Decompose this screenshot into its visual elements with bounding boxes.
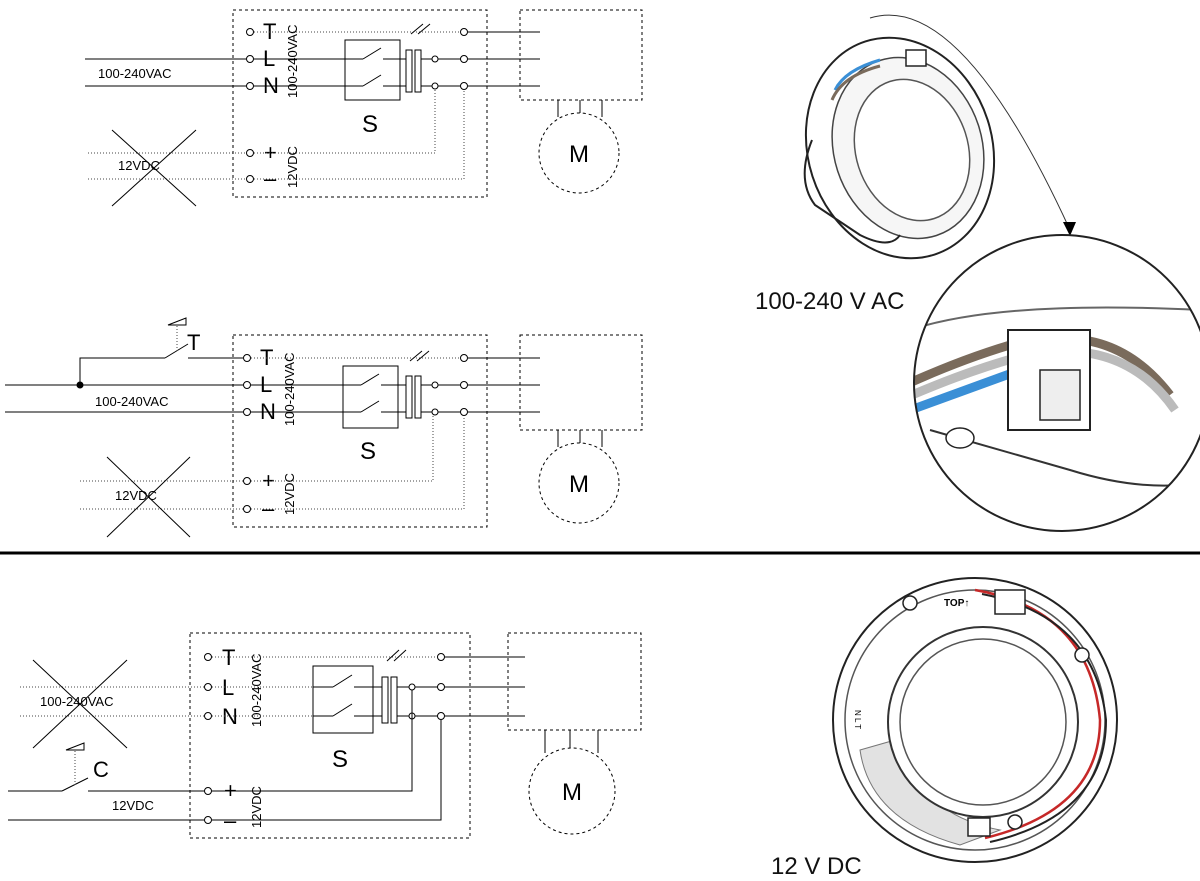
fan-terminal-box (507, 632, 642, 731)
dc-rating-label: 12VDC (282, 473, 297, 515)
terminal-l (204, 683, 212, 691)
device-illustration-ac (803, 14, 1076, 260)
terminal-t-label: T (222, 645, 235, 670)
terminal-plus-label: + (264, 140, 277, 165)
switch-s-box (342, 365, 399, 429)
timer-switch-label: T (187, 330, 200, 355)
motor-circle (538, 442, 620, 524)
dc-supply-label: 12VDC (112, 798, 154, 813)
dc-rating-label: 12VDC (285, 146, 300, 188)
motor-circle (538, 112, 620, 194)
terminal-minus-label: – (264, 166, 277, 191)
switch-s-label: S (360, 438, 376, 465)
dc-rating-label: 12VDC (249, 786, 264, 828)
terminal-plus (243, 477, 251, 485)
relay-coil (405, 49, 413, 93)
switch-s-box (312, 665, 374, 734)
ac-supply-label: 100-240VAC (98, 66, 171, 81)
terminal-plus (246, 149, 254, 157)
controller-box (232, 9, 488, 198)
zoom-detail-circle (913, 234, 1200, 532)
ac-supply-label: 100-240VAC (95, 394, 168, 409)
switch-s-label: S (362, 111, 378, 138)
terminal-minus-label: – (262, 496, 275, 521)
fan-terminal-box (519, 9, 643, 101)
motor-label: M (569, 471, 589, 498)
terminal-plus-label: + (262, 468, 275, 493)
terminal-t (243, 354, 251, 362)
motor-label: M (569, 141, 589, 168)
terminal-n (204, 712, 212, 720)
terminal-l-label: L (222, 675, 234, 700)
terminal-n (243, 408, 251, 416)
switch-s-box (344, 39, 401, 101)
ac-rating-label: 100-240VAC (249, 654, 264, 727)
ac-caption: 100-240 V AC (755, 288, 904, 315)
terminal-minus (204, 816, 212, 824)
relay-coil (381, 676, 389, 724)
dc-caption: 12 V DC (771, 853, 862, 880)
terminal-t (246, 28, 254, 36)
top-marking: TOP↑ (944, 598, 969, 609)
ac-rating-label: 100-240VAC (282, 353, 297, 426)
terminal-minus (246, 175, 254, 183)
fan-terminal-box (519, 334, 643, 431)
terminal-plus (204, 787, 212, 795)
dc-supply-label: 12VDC (118, 158, 160, 173)
diagram-ac-direct: M T L N + – 100-240VAC 12VDC 100-240VAC … (85, 9, 643, 207)
device-illustration-dc: TOP↑ N L T (832, 577, 1118, 863)
terminal-t (204, 653, 212, 661)
terminal-l (246, 55, 254, 63)
terminal-n-label: N (222, 704, 238, 729)
ac-rating-label: 100-240VAC (285, 25, 300, 98)
dc-wire-black (981, 593, 1108, 843)
diagram-ac-timer: M T L N + – 100-240VAC 12VDC 100-240VAC … (5, 317, 643, 538)
terminal-l (243, 381, 251, 389)
zoom-leader-arrow (869, 14, 1071, 231)
switch-s-label: S (332, 746, 348, 773)
terminal-n (246, 82, 254, 90)
terminal-marking: N L T (853, 710, 862, 729)
relay-coil (405, 375, 413, 419)
motor-circle (528, 747, 616, 835)
diagram-dc-control: M T L N + – 100-240VAC 12VDC 100-240VAC … (8, 632, 642, 839)
terminal-minus (243, 505, 251, 513)
control-switch-label: C (93, 757, 109, 782)
motor-label: M (562, 779, 582, 806)
controller-box (189, 632, 471, 839)
controller-box (232, 334, 488, 528)
